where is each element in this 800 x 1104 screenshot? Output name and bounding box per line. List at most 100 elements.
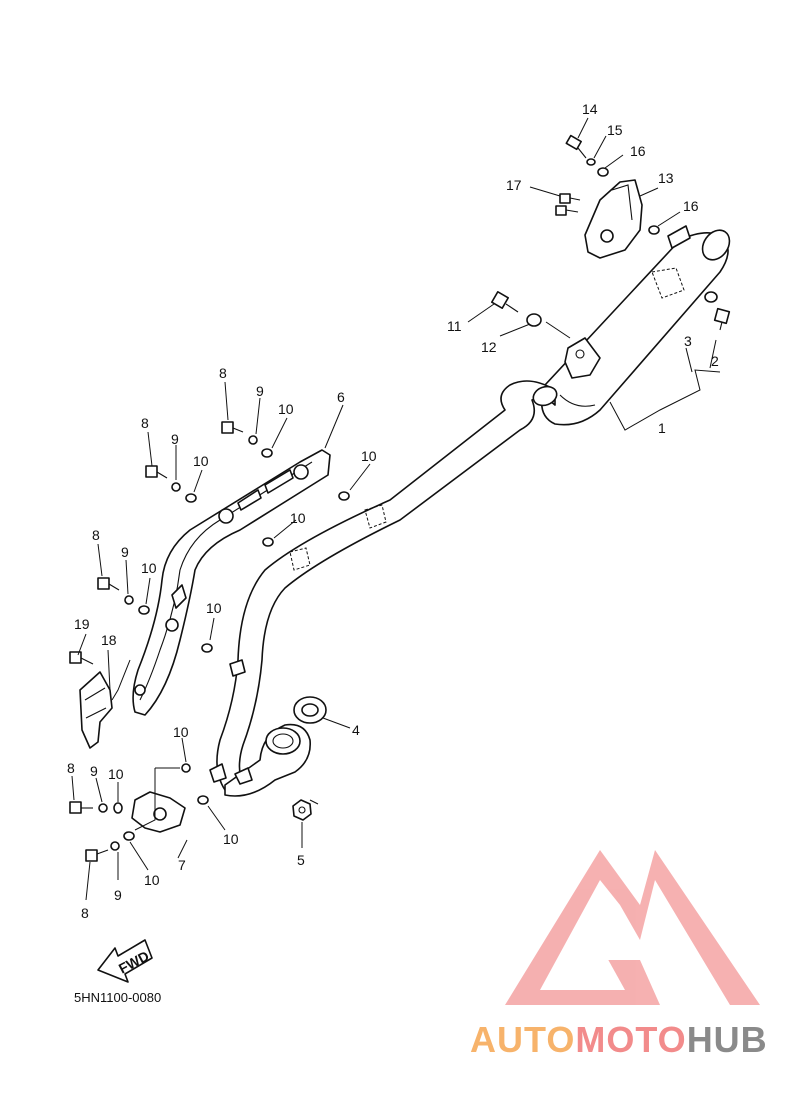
label-3: 3	[684, 333, 692, 349]
label-12: 12	[481, 339, 497, 355]
protector-boss-2	[218, 508, 234, 524]
protector-boss-1	[293, 464, 309, 480]
protector-small-body	[79, 671, 113, 749]
label-14: 14	[582, 101, 598, 117]
washer-9c	[124, 595, 134, 605]
washer-10h	[113, 802, 123, 814]
bolt-8a	[221, 421, 244, 434]
label-2: 2	[711, 353, 719, 369]
label-10a: 10	[278, 401, 294, 417]
label-7: 7	[178, 857, 186, 873]
pipe-clip-5	[234, 767, 253, 785]
washer-10c	[338, 491, 350, 501]
label-8a: 8	[219, 365, 227, 381]
label-8e: 8	[81, 905, 89, 921]
label-10e: 10	[141, 560, 157, 576]
washer-16a	[597, 167, 609, 177]
watermark-brand-hub: HUB	[687, 1019, 768, 1060]
label-8c: 8	[92, 527, 100, 543]
bolt-19	[69, 651, 94, 665]
protector-small-rib-1	[84, 687, 106, 701]
label-9e: 9	[114, 887, 122, 903]
bolt-8e	[85, 849, 109, 862]
nut-hole	[298, 806, 306, 814]
label-11: 11	[447, 318, 462, 334]
watermark-brand-auto: AUTO	[470, 1019, 575, 1060]
exhaust-port-ring	[265, 727, 301, 755]
pipe-clip-4	[209, 763, 227, 783]
bolt-11	[491, 291, 519, 313]
label-10j: 10	[144, 872, 160, 888]
muffler-tab	[667, 225, 691, 249]
bolt-17b	[555, 205, 579, 216]
washer-10g	[181, 763, 191, 773]
muffler	[540, 225, 731, 426]
label-4: 4	[352, 722, 360, 738]
washers	[98, 158, 718, 851]
bolt-8d	[69, 801, 93, 814]
watermark-brand: AUTOMOTOHUB	[470, 1019, 768, 1060]
label-16a: 16	[630, 143, 646, 159]
protector-small	[79, 671, 113, 749]
label-10h: 10	[108, 766, 124, 782]
protector-boss-3	[165, 618, 179, 632]
label-16b: 16	[683, 198, 699, 214]
protector-small-rib-2	[85, 707, 107, 719]
muffler-body	[540, 232, 729, 426]
muffler-hidden-mark	[651, 267, 685, 299]
exhaust-protector	[132, 449, 331, 716]
nut	[292, 799, 312, 821]
fwd-arrow: FWD	[97, 939, 153, 983]
gasket	[293, 696, 327, 724]
label-9b: 9	[171, 431, 179, 447]
label-10g: 10	[173, 724, 189, 740]
bolt-8b	[145, 465, 168, 479]
protector-slot-2	[237, 489, 262, 511]
bolts	[69, 134, 731, 862]
label-8d: 8	[67, 760, 75, 776]
protector-body	[132, 449, 331, 716]
protector-lower-hole	[153, 807, 167, 821]
protector-lower	[131, 791, 186, 833]
washer-9a	[248, 435, 258, 445]
label-15: 15	[607, 122, 623, 138]
washer-12	[526, 313, 542, 327]
watermark-logo-inner	[575, 945, 625, 990]
label-18: 18	[101, 632, 117, 648]
exhaust-pipe-body	[216, 380, 556, 791]
bolt-2	[713, 307, 731, 331]
exhaust-pipe-inlet	[532, 385, 558, 407]
bolt-14	[565, 134, 587, 159]
label-5: 5	[297, 852, 305, 868]
label-10i: 10	[223, 831, 239, 847]
washer-10e	[138, 605, 150, 615]
stay-hole	[600, 229, 614, 243]
leader-lines	[71, 117, 721, 901]
washer-9b	[171, 482, 181, 492]
drawing-code: 5HN1100-0080	[74, 990, 161, 1005]
fwd-arrow-shape	[97, 939, 153, 983]
washer-15	[586, 158, 596, 166]
label-10f: 10	[206, 600, 222, 616]
washer-9e	[110, 841, 120, 851]
label-9a: 9	[256, 383, 264, 399]
muffler-stay	[584, 179, 643, 259]
muffler-bracket	[564, 337, 601, 379]
label-6: 6	[337, 389, 345, 405]
muffler-bracket-hole	[575, 349, 585, 359]
muffler-end-cap	[701, 229, 731, 261]
protector-boss-4	[134, 684, 146, 696]
gasket-inner	[301, 703, 319, 717]
washer-10d	[262, 537, 274, 547]
label-10d: 10	[290, 510, 306, 526]
watermark-logo-shape	[505, 850, 760, 1005]
washer-10a	[261, 448, 273, 458]
label-1: 1	[658, 420, 666, 436]
watermark-brand-moto: MOTO	[575, 1019, 686, 1060]
muffler-seam	[559, 394, 596, 407]
pipe-clip-2	[289, 547, 311, 571]
washer-10b	[185, 493, 197, 503]
washer-9d	[98, 803, 108, 813]
pipe-clip-3	[229, 659, 246, 677]
